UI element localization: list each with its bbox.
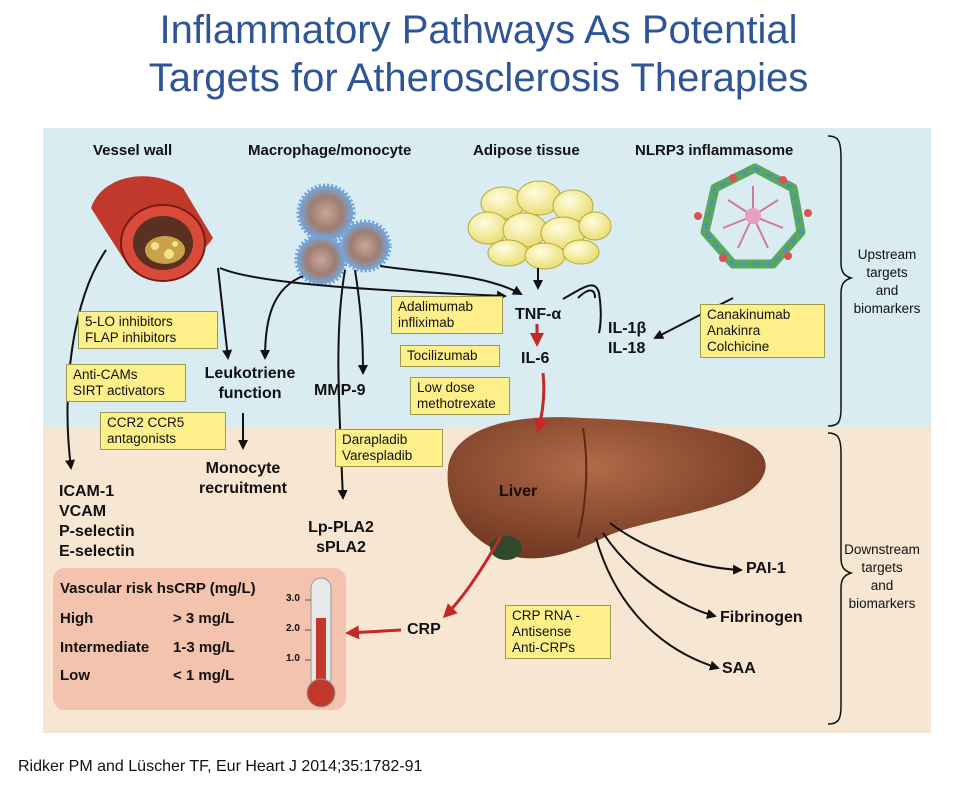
risk-level-low: Low bbox=[60, 667, 90, 684]
figure-graphics bbox=[43, 128, 931, 733]
citation: Ridker PM and Lüscher TF, Eur Heart J 20… bbox=[18, 758, 423, 775]
inflammasome-illustration bbox=[694, 163, 812, 269]
drug-box-ccr: CCR2 CCR5 antagonists bbox=[100, 412, 226, 450]
macrophage-illustration bbox=[294, 183, 392, 287]
slide-title: Inflammatory Pathways As Potential Targe… bbox=[0, 6, 957, 102]
drug-box-methotrexate: Low dose methotrexate bbox=[410, 377, 510, 415]
node-lppla2: Lp-PLA2 sPLA2 bbox=[308, 519, 374, 556]
risk-value-high: > 3 mg/L bbox=[173, 610, 235, 627]
node-liver: Liver bbox=[499, 483, 538, 500]
header-macrophage: Macrophage/monocyte bbox=[248, 142, 412, 159]
risk-table-header: Vascular risk hsCRP (mg/L) bbox=[60, 580, 256, 597]
header-nlrp3: NLRP3 inflammasome bbox=[635, 142, 794, 159]
node-monocyte-recruitment: Monocyte recruitment bbox=[198, 460, 288, 497]
header-vessel-wall: Vessel wall bbox=[93, 142, 173, 159]
drug-box-lo-inhibitors: 5-LO inhibitors FLAP inhibitors bbox=[78, 311, 218, 349]
thermo-tick-1: 1.0 bbox=[286, 653, 300, 664]
node-crp: CRP bbox=[407, 621, 441, 638]
node-fibrinogen: Fibrinogen bbox=[720, 609, 803, 626]
node-il6: IL-6 bbox=[521, 350, 550, 367]
drug-box-anti-cams: Anti-CAMs SIRT activators bbox=[66, 364, 186, 402]
drug-box-canakinumab: Canakinumab Anakinra Colchicine bbox=[700, 304, 825, 358]
node-il18: IL-18 bbox=[608, 340, 646, 357]
node-pai1: PAI-1 bbox=[746, 560, 786, 577]
risk-level-intermediate: Intermediate bbox=[60, 639, 150, 656]
thermo-tick-2: 2.0 bbox=[286, 623, 300, 634]
node-saa: SAA bbox=[722, 660, 756, 677]
upstream-label: Upstream targets and biomarkers bbox=[853, 247, 921, 316]
node-tnf: TNF-α bbox=[515, 306, 562, 323]
title-line-2: Targets for Atherosclerosis Therapies bbox=[148, 56, 809, 100]
risk-level-high: High bbox=[60, 610, 94, 627]
drug-box-tocilizumab: Tocilizumab bbox=[400, 345, 500, 367]
header-adipose: Adipose tissue bbox=[473, 142, 580, 159]
drug-box-crp-rna: CRP RNA - Antisense Anti-CRPs bbox=[505, 605, 611, 659]
vessel-wall-illustration bbox=[91, 176, 213, 282]
pathway-figure: Vessel wall Macrophage/monocyte Adipose … bbox=[43, 128, 931, 733]
node-il1b: IL-1β bbox=[608, 320, 647, 337]
node-mmp9: MMP-9 bbox=[314, 382, 366, 399]
node-adhesion-molecules: ICAM-1 VCAM P-selectin E-selectin bbox=[59, 483, 135, 560]
risk-value-intermediate: 1-3 mg/L bbox=[173, 639, 235, 656]
drug-box-darapladib: Darapladib Varespladib bbox=[335, 429, 443, 467]
thermometer-illustration bbox=[53, 568, 346, 710]
title-line-1: Inflammatory Pathways As Potential bbox=[159, 8, 798, 52]
drug-box-adalimumab: Adalimumab infliximab bbox=[391, 296, 503, 334]
thermo-tick-3: 3.0 bbox=[286, 593, 300, 604]
node-leukotriene: Leukotriene function bbox=[204, 365, 296, 402]
downstream-label: Downstream targets and biomarkers bbox=[844, 542, 920, 611]
risk-value-low: < 1 mg/L bbox=[173, 667, 235, 684]
adipose-illustration bbox=[467, 180, 612, 270]
